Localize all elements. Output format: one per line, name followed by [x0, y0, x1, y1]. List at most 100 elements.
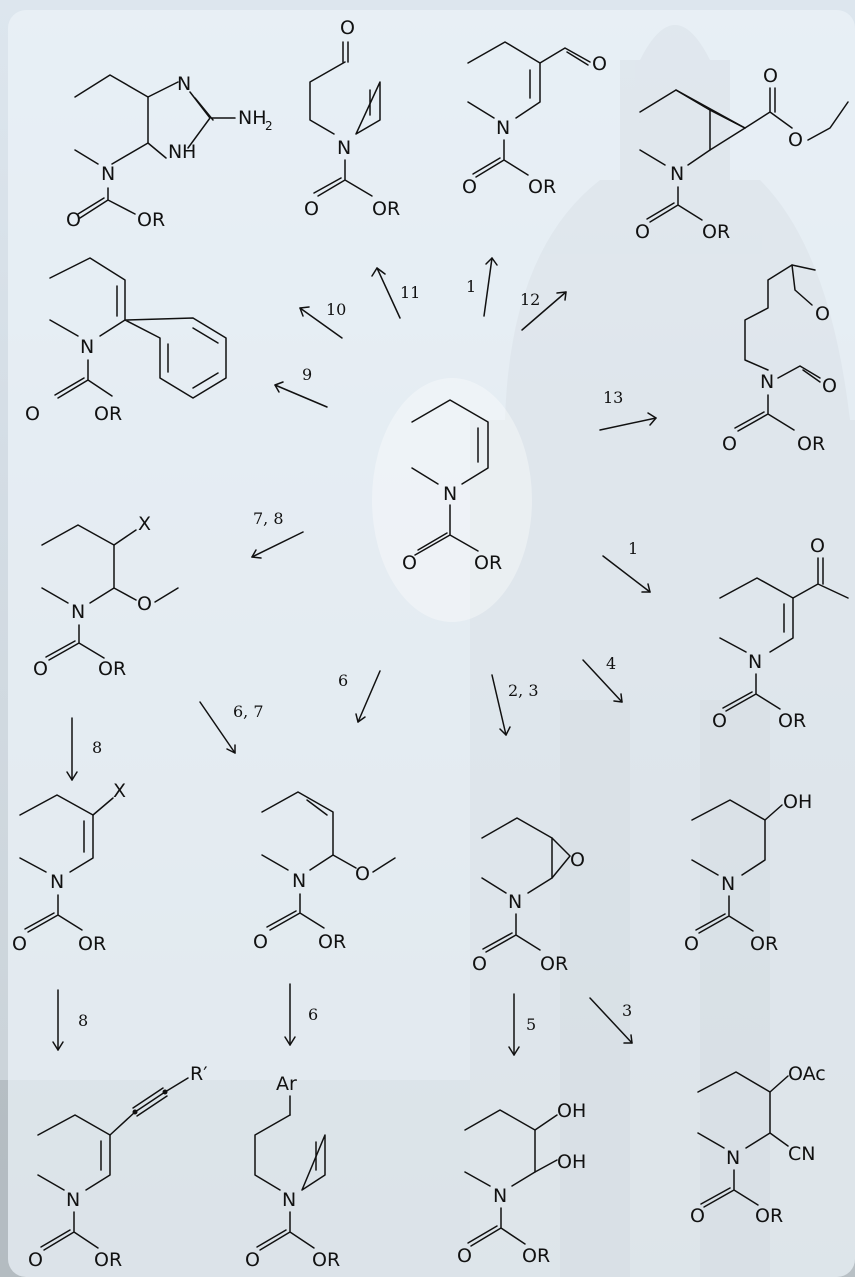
arrow-5 [508, 993, 520, 1056]
svg-text:O: O [66, 209, 81, 231]
label-1-top: 1 [466, 277, 476, 296]
label-5: 5 [526, 1015, 536, 1034]
svg-text:N: N [80, 336, 94, 358]
svg-text:O: O [690, 1205, 705, 1227]
svg-text:OR: OR [78, 933, 106, 955]
svg-text:O: O [810, 535, 825, 557]
svg-text:OR: OR [750, 933, 778, 955]
arrow-8-bottom [52, 989, 64, 1051]
svg-text:OR: OR [94, 1249, 122, 1271]
svg-text:O: O [33, 658, 48, 680]
arrow-9 [274, 381, 328, 408]
svg-text:O: O [304, 198, 319, 220]
label-2-3: 2, 3 [508, 681, 539, 700]
molecule-ring-opened-dialdehyde: O O N O OR [722, 264, 837, 455]
svg-text:O: O [822, 375, 837, 397]
svg-text:N: N [50, 871, 64, 893]
svg-text:O: O [245, 1249, 260, 1271]
arrow-6-center [355, 670, 381, 723]
arrow-11 [371, 267, 401, 319]
molecule-phenyl-tetrahydropyridine: N O OR [25, 257, 227, 425]
svg-text:O: O [340, 17, 355, 39]
scheme-panel [8, 10, 855, 1277]
svg-text:OR: OR [94, 403, 122, 425]
svg-text:2: 2 [265, 119, 273, 133]
svg-text:OR: OR [98, 658, 126, 680]
arrow-12 [521, 291, 567, 331]
molecule-methoxy-x-piperidine: X O N O OR [33, 513, 179, 680]
molecule-cyclopropane-ester: O O N O OR [635, 65, 849, 243]
center-highlight [372, 378, 532, 622]
label-8-mid: 8 [92, 738, 102, 757]
svg-text:OH: OH [783, 791, 812, 813]
svg-text:OH: OH [557, 1100, 586, 1122]
label-3: 3 [622, 1001, 632, 1020]
svg-text:OR: OR [474, 552, 502, 574]
arrow-labels: 11 1 12 10 9 13 7, 8 1 4 6 2, 3 6, 7 8 6… [78, 277, 638, 1034]
label-6-7: 6, 7 [233, 702, 264, 721]
svg-text:O: O [462, 176, 477, 198]
svg-text:N: N [726, 1147, 740, 1169]
reaction-arrows [52, 257, 657, 1056]
molecule-dihydropyridinone: O N O OR [304, 17, 400, 220]
svg-text:O: O [402, 552, 417, 574]
molecule-x-tetrahydropyridine: X N O OR [12, 780, 126, 955]
label-13: 13 [603, 388, 623, 407]
molecule-acetoxy-cyano-piperidine: OAc CN N O OR [690, 1063, 826, 1227]
svg-text:O: O [472, 953, 487, 975]
label-8-bottom: 8 [78, 1011, 88, 1030]
svg-text:O: O [763, 65, 778, 87]
svg-text:N: N [748, 651, 762, 673]
arrow-6-bottom [284, 983, 296, 1046]
svg-text:N: N [177, 73, 191, 95]
label-1-right: 1 [628, 539, 638, 558]
molecule-acetyl-tetrahydropyridine: O N O OR [712, 535, 849, 732]
label-12: 12 [520, 290, 540, 309]
svg-text:O: O [722, 433, 737, 455]
svg-text:OR: OR [372, 198, 400, 220]
svg-text:N: N [496, 117, 510, 139]
svg-text:N: N [101, 163, 115, 185]
svg-text:X: X [113, 780, 126, 802]
svg-text:H: H [182, 141, 196, 163]
svg-text:O: O [12, 933, 27, 955]
label-4: 4 [606, 654, 616, 673]
svg-text:O: O [570, 849, 585, 871]
svg-text:OR: OR [797, 433, 825, 455]
svg-text:CN: CN [788, 1143, 815, 1165]
svg-text:N: N [282, 1189, 296, 1211]
molecule-epoxide: O N O OR [472, 817, 585, 975]
molecule-formyl-tetrahydropyridine: O N O OR [462, 41, 607, 198]
svg-text:O: O [137, 593, 152, 615]
arrow-3 [589, 997, 633, 1044]
svg-text:N: N [292, 870, 306, 892]
svg-text:O: O [355, 863, 370, 885]
arrow-1-top [483, 257, 498, 317]
svg-text:OR: OR [137, 209, 165, 231]
svg-text:R′: R′ [190, 1063, 208, 1085]
svg-text:NH: NH [238, 107, 267, 129]
arrow-7-8 [251, 531, 304, 559]
svg-text:OAc: OAc [788, 1063, 826, 1085]
arrow-1-right [602, 555, 651, 593]
svg-text:O: O [712, 710, 727, 732]
svg-text:N: N [493, 1185, 507, 1207]
svg-text:X: X [138, 513, 151, 535]
label-6-bottom: 6 [308, 1005, 318, 1024]
svg-text:N: N [508, 891, 522, 913]
label-6-center: 6 [338, 671, 348, 690]
svg-text:OR: OR [755, 1205, 783, 1227]
svg-text:O: O [457, 1245, 472, 1267]
svg-text:OR: OR [528, 176, 556, 198]
svg-text:OR: OR [522, 1245, 550, 1267]
arrow-10 [299, 306, 343, 339]
arrow-4 [582, 659, 623, 703]
svg-text:OR: OR [318, 931, 346, 953]
molecule-alkyne-tetrahydropyridine: R′ N O OR [28, 1063, 208, 1271]
arrow-2-3 [491, 674, 511, 736]
svg-text:N: N [168, 141, 182, 163]
svg-text:N: N [721, 873, 735, 895]
molecule-methoxy-dihydropyridine: O N O OR [253, 791, 396, 953]
molecule-hydroxypiperidine: OH N O OR [684, 791, 812, 955]
